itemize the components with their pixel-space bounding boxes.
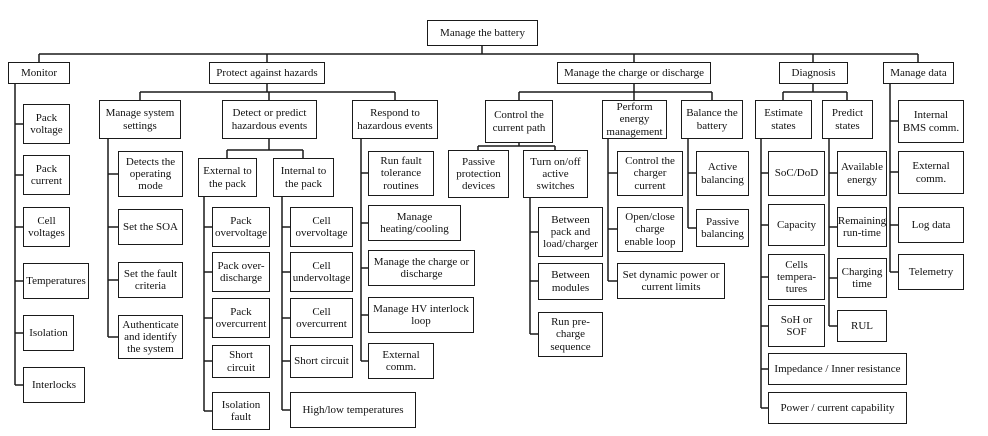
active-switches-box: Turn on/off active switches	[523, 150, 588, 198]
energy-management-box: Perform energy management	[602, 100, 667, 139]
cell-undervoltage-box: Cell undervoltage	[290, 252, 353, 292]
external-pack-box: External to the pack	[198, 158, 257, 197]
available-energy-box: Available energy	[837, 151, 887, 196]
predict-states-box: Predict states	[822, 100, 873, 139]
heating-cooling-box: Manage heating/cooling	[368, 205, 461, 241]
soh-sof-box: SoH or SOF	[768, 305, 825, 347]
manage-charge-discharge-box: Manage the charge or discharge	[368, 250, 475, 286]
detect-predict-box: Detect or predict hazardous events	[222, 100, 317, 139]
set-soa-box: Set the SOA	[118, 209, 183, 245]
charging-time-box: Charging time	[837, 258, 887, 298]
monitor-box: Monitor	[8, 62, 70, 84]
between-modules-box: Between modules	[538, 263, 603, 300]
charge-discharge-box: Manage the charge or discharge	[557, 62, 711, 84]
detects-mode-box: Detects the operating mode	[118, 151, 183, 197]
fault-tolerance-box: Run fault tolerance routines	[368, 151, 434, 196]
log-data-box: Log data	[898, 207, 964, 243]
telemetry-box: Telemetry	[898, 254, 964, 290]
isolation-box: Isolation	[23, 315, 74, 351]
cells-temperatures-box: Cells tempera- tures	[768, 254, 825, 300]
pack-current-box: Pack current	[23, 155, 70, 195]
respond-hazard-box: Respond to hazardous events	[352, 100, 438, 139]
short-circuit-internal-box: Short circuit	[290, 345, 353, 378]
soc-dod-box: SoC/DoD	[768, 151, 825, 196]
remaining-runtime-box: Remaining run-time	[837, 207, 887, 247]
set-fault-criteria-box: Set the fault criteria	[118, 262, 183, 298]
cell-overvoltage-box: Cell overvoltage	[290, 207, 353, 247]
dynamic-limits-box: Set dynamic power or current limits	[617, 263, 725, 299]
charge-enable-loop-box: Open/close charge enable loop	[617, 207, 683, 252]
external-comm-data-box: External comm.	[898, 151, 964, 194]
power-capability-box: Power / current capability	[768, 392, 907, 424]
manage-settings-box: Manage system settings	[99, 100, 181, 139]
pack-overcurrent-box: Pack overcurrent	[212, 298, 270, 338]
current-path-box: Control the current path	[485, 100, 553, 143]
cell-voltages-box: Cell voltages	[23, 207, 70, 247]
pack-voltage-box: Pack voltage	[23, 104, 70, 144]
impedance-box: Impedance / Inner resistance	[768, 353, 907, 385]
internal-bms-comm-box: Internal BMS comm.	[898, 100, 964, 143]
internal-pack-box: Internal to the pack	[273, 158, 334, 197]
root-box: Manage the battery	[427, 20, 538, 46]
high-low-temperatures-box: High/low temperatures	[290, 392, 416, 428]
pack-overvoltage-box: Pack overvoltage	[212, 207, 270, 247]
passive-balancing-box: Passive balancing	[696, 209, 749, 247]
charger-current-box: Control the charger current	[617, 151, 683, 196]
interlocks-box: Interlocks	[23, 367, 85, 403]
precharge-sequence-box: Run pre- charge sequence	[538, 312, 603, 357]
active-balancing-box: Active balancing	[696, 151, 749, 196]
estimate-states-box: Estimate states	[755, 100, 812, 139]
rul-box: RUL	[837, 310, 887, 342]
manage-data-box: Manage data	[883, 62, 954, 84]
balance-battery-box: Balance the battery	[681, 100, 743, 139]
diagnosis-box: Diagnosis	[779, 62, 848, 84]
authenticate-box: Authenticate and identify the system	[118, 315, 183, 359]
pack-overdischarge-box: Pack over- discharge	[212, 252, 270, 292]
capacity-box: Capacity	[768, 204, 825, 246]
cell-overcurrent-box: Cell overcurrent	[290, 298, 353, 338]
external-comm-respond-box: External comm.	[368, 343, 434, 379]
isolation-fault-box: Isolation fault	[212, 392, 270, 430]
hv-interlock-box: Manage HV interlock loop	[368, 297, 474, 333]
temperatures-box: Temperatures	[23, 263, 89, 299]
protect-box: Protect against hazards	[209, 62, 325, 84]
passive-protection-box: Passive protection devices	[448, 150, 509, 198]
short-circuit-external-box: Short circuit	[212, 345, 270, 378]
between-pack-load-box: Between pack and load/charger	[538, 207, 603, 257]
